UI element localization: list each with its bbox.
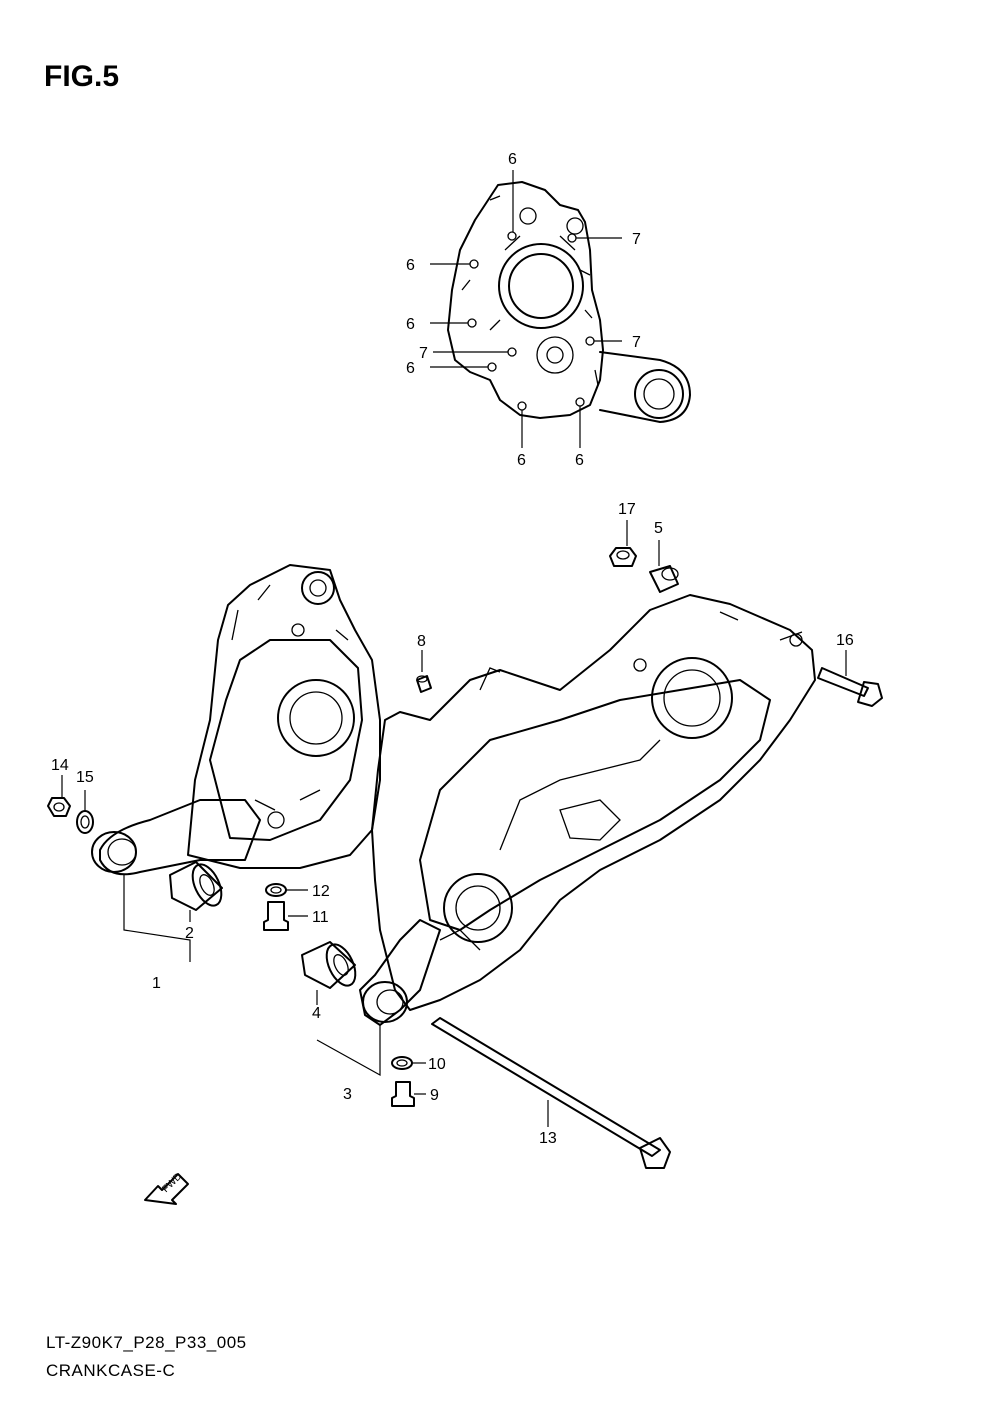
bushing-part-5 [649,565,679,593]
nut-part-14 [47,797,71,817]
callout-6: 6 [406,316,415,333]
callout-10: 10 [428,1056,446,1073]
callout-5: 5 [654,520,663,537]
long-bolt-part-13 [431,1017,671,1169]
callout-14: 14 [51,757,69,774]
callout-16: 16 [836,632,854,649]
callout-4: 4 [312,1005,321,1022]
callout-11: 11 [312,909,329,926]
callout-15: 15 [76,769,94,786]
callout-8: 8 [417,633,426,650]
washer-part-10 [391,1056,413,1070]
right-crankcase-half [359,594,816,1026]
callout-6: 6 [406,257,415,274]
callout-7: 7 [419,345,428,362]
bolt-part-16 [817,667,883,707]
callout-1: 1 [152,975,161,992]
callout-13: 13 [539,1130,557,1147]
left-crankcase-half [91,564,381,876]
callout-17: 17 [618,501,636,518]
cover-leader-lines [430,170,622,448]
washer-part-15 [76,810,94,834]
callout-6: 6 [575,452,584,469]
bushing-part-4 [301,941,357,989]
figure-title: FIG.5 [44,60,120,93]
callout-2: 2 [185,925,194,942]
callout-7: 7 [632,231,641,248]
bushing-part-2 [169,861,223,911]
callout-12: 12 [312,883,330,900]
bolt-part-9 [391,1081,415,1107]
lower-leader-lines [61,520,847,1127]
diagram-code: LT-Z90K7_P28_P33_005 [46,1333,247,1352]
callout-6: 6 [406,360,415,377]
callout-6: 6 [517,452,526,469]
diagram-name: CRANKCASE-C [46,1361,176,1380]
callout-7: 7 [632,334,641,351]
callout-6: 6 [508,151,517,168]
callout-9: 9 [430,1087,439,1104]
bolt-part-11 [263,901,289,931]
callout-3: 3 [343,1086,352,1103]
callout-labels: 6 7 6 6 7 7 6 6 6 17 5 16 8 14 15 12 11 … [51,151,854,1147]
washer-part-12 [265,883,287,897]
fwd-arrow: FWD [144,1171,189,1205]
dowel-pin-part-8 [416,675,432,693]
crankcase-cover-detail [447,181,691,423]
nut-part-17 [609,547,637,567]
